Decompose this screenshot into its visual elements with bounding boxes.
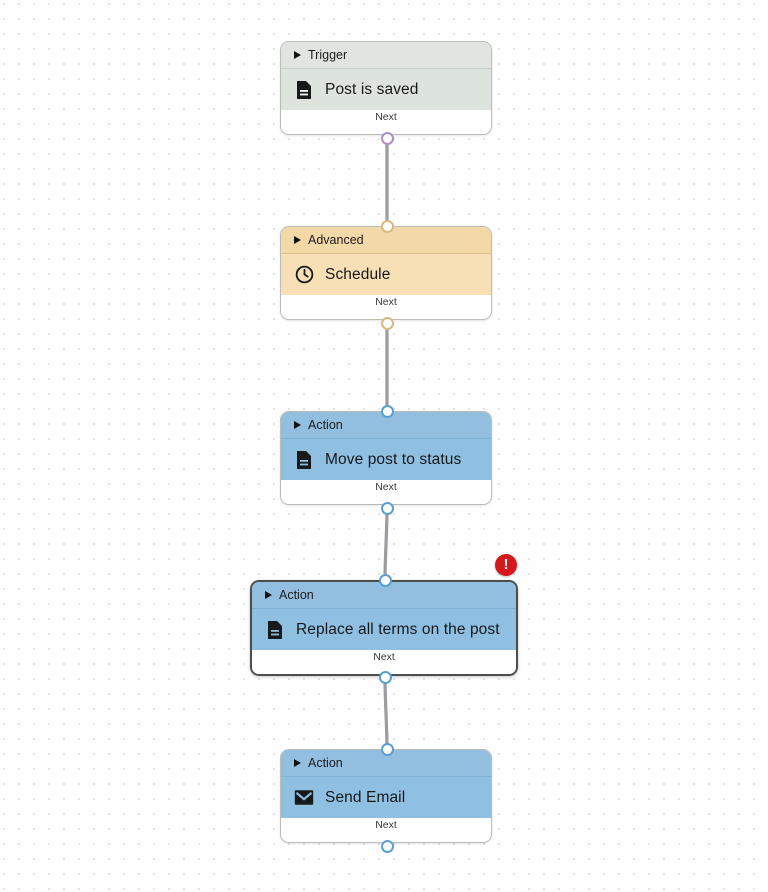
node-kind-label: Action (308, 756, 343, 770)
collapse-triangle-icon[interactable] (294, 236, 301, 244)
node-footer-label: Next (375, 111, 397, 123)
collapse-triangle-icon[interactable] (265, 591, 272, 599)
workflow-node-advanced[interactable]: Advanced Schedule Next (280, 226, 492, 320)
node-body[interactable]: Schedule (281, 254, 491, 295)
error-badge[interactable]: ! (495, 554, 517, 576)
edge-action-replace-to-email (383, 675, 389, 751)
node-title: Send Email (325, 788, 406, 806)
error-exclamation-icon: ! (503, 556, 509, 573)
document-icon (294, 450, 314, 470)
node-header[interactable]: Trigger (281, 42, 491, 69)
document-icon (294, 80, 314, 100)
node-footer-next[interactable]: Next (252, 650, 516, 674)
node-footer-next[interactable]: Next (281, 818, 491, 842)
node-footer-next[interactable]: Next (281, 295, 491, 319)
node-header[interactable]: Action (252, 582, 516, 609)
node-footer-label: Next (375, 296, 397, 308)
edge-action-move-to-replace (383, 506, 389, 582)
node-footer-label: Next (373, 651, 395, 663)
output-port-advanced[interactable] (380, 316, 394, 330)
clock-icon (294, 265, 314, 285)
output-port-action-replace-terms[interactable] (378, 670, 392, 684)
node-body[interactable]: Send Email (281, 777, 491, 818)
node-footer-next[interactable]: Next (281, 480, 491, 504)
node-title: Replace all terms on the post (296, 620, 500, 638)
output-port-trigger[interactable] (380, 131, 394, 145)
envelope-icon (294, 788, 314, 808)
workflow-node-action-replace-terms[interactable]: Action Replace all terms on the post Nex… (250, 580, 518, 676)
node-footer-next[interactable]: Next (281, 110, 491, 134)
workflow-node-action-send-email[interactable]: Action Send Email Next (280, 749, 492, 843)
workflow-node-trigger[interactable]: Trigger Post is saved Next (280, 41, 492, 135)
collapse-triangle-icon[interactable] (294, 421, 301, 429)
node-kind-label: Action (308, 418, 343, 432)
document-icon (265, 620, 285, 640)
input-port-advanced[interactable] (380, 219, 394, 233)
node-kind-label: Action (279, 588, 314, 602)
output-port-action-send-email[interactable] (380, 839, 394, 853)
collapse-triangle-icon[interactable] (294, 51, 301, 59)
node-title: Schedule (325, 265, 391, 283)
node-title: Move post to status (325, 450, 462, 468)
node-footer-label: Next (375, 819, 397, 831)
node-body[interactable]: Post is saved (281, 69, 491, 110)
node-body[interactable]: Replace all terms on the post (252, 609, 516, 650)
node-title: Post is saved (325, 80, 419, 98)
input-port-action-move-post[interactable] (380, 404, 394, 418)
output-port-action-move-post[interactable] (380, 501, 394, 515)
workflow-node-action-move-post[interactable]: Action Move post to status Next (280, 411, 492, 505)
node-kind-label: Advanced (308, 233, 364, 247)
collapse-triangle-icon[interactable] (294, 759, 301, 767)
input-port-action-replace-terms[interactable] (378, 573, 392, 587)
node-footer-label: Next (375, 481, 397, 493)
node-body[interactable]: Move post to status (281, 439, 491, 480)
input-port-action-send-email[interactable] (380, 742, 394, 756)
node-kind-label: Trigger (308, 48, 348, 62)
